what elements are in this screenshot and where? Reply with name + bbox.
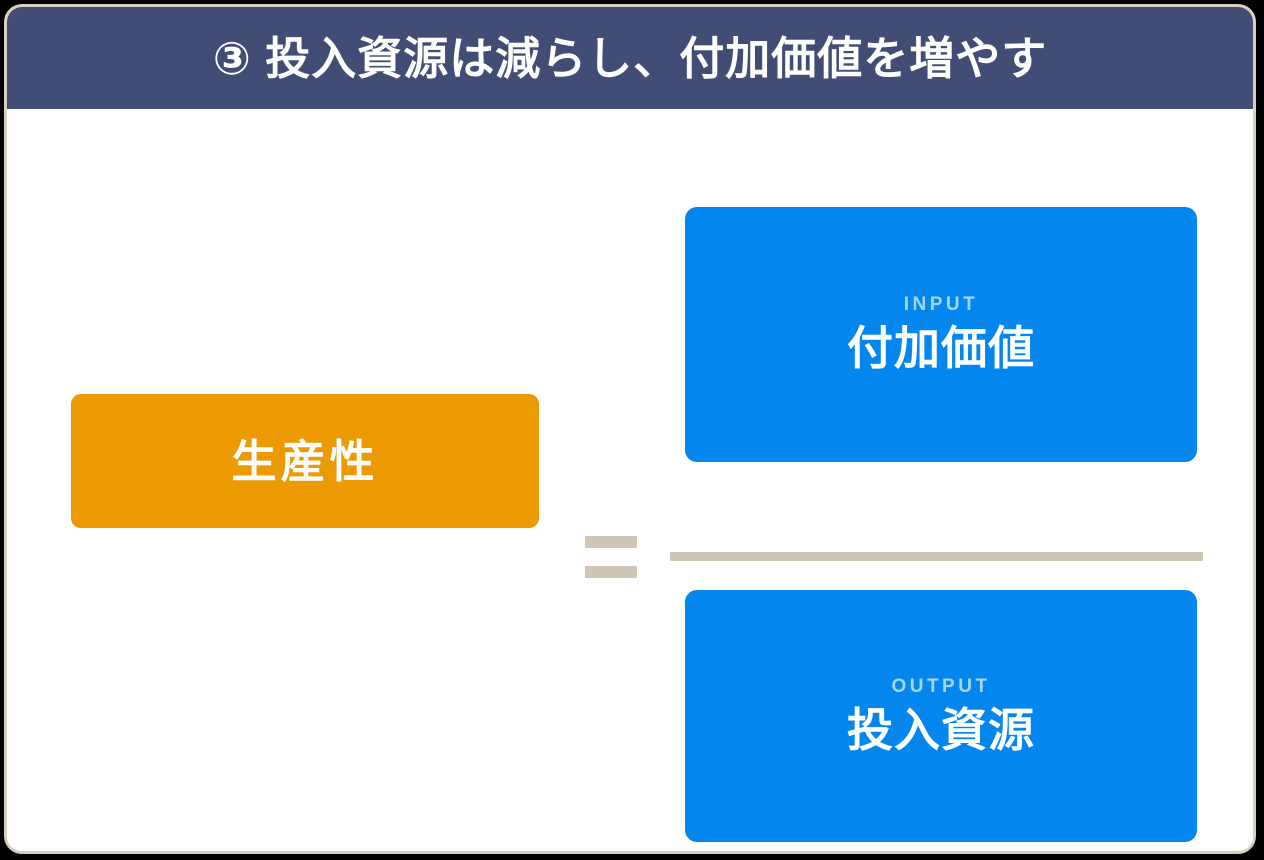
page-title: ③ 投入資源は減らし、付加価値を増やす (212, 32, 1048, 84)
denominator-title-label: 投入資源 (847, 703, 1035, 756)
fraction: INPUT 付加価値 OUTPUT 投入資源 (670, 207, 1203, 842)
denominator-box-output: OUTPUT 投入資源 (685, 590, 1197, 842)
denominator-kicker-label: OUTPUT (891, 675, 991, 697)
slide-card: ③ 投入資源は減らし、付加価値を増やす 生産性 INPUT 付加価値 OUTPU… (4, 4, 1256, 854)
numerator-title-label: 付加価値 (847, 322, 1035, 375)
numerator-kicker-label: INPUT (903, 294, 979, 316)
numerator-box-input: INPUT 付加価値 (685, 207, 1197, 462)
productivity-label: 生産性 (231, 435, 379, 487)
slide-header: ③ 投入資源は減らし、付加価値を増やす (7, 7, 1253, 109)
equals-bar-bottom (585, 566, 637, 578)
equals-bar-top (585, 536, 637, 548)
productivity-result-box: 生産性 (71, 394, 539, 528)
equals-sign-icon (585, 533, 637, 581)
fraction-divider-bar (670, 552, 1203, 561)
slide-body: 生産性 INPUT 付加価値 OUTPUT 投入資源 (7, 109, 1253, 851)
